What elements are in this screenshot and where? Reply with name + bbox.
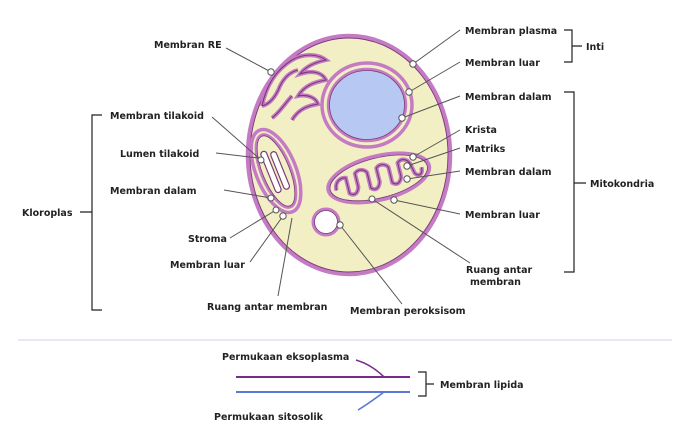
peroxisome: [311, 207, 341, 237]
marker-krista: [409, 153, 417, 161]
label-kloro-membran-dalam: Membran dalam: [110, 186, 197, 197]
marker-membran-tilakoid: [257, 156, 265, 164]
marker-kloro-membran-dalam: [267, 194, 275, 202]
bracket-kloroplas: [80, 114, 102, 311]
label-inti-membran-luar: Membran luar: [465, 58, 540, 69]
chloro-outer-membrane: [249, 127, 303, 215]
marker-membran-peroksisom: [336, 221, 344, 229]
marker-membran-re: [267, 68, 275, 76]
label-membran-peroksisom: Membran peroksisom: [350, 306, 466, 317]
er-membrane-inner: [261, 54, 328, 121]
bracket-membran-lipida: [418, 371, 434, 397]
chloro-inner-membrane: [254, 133, 298, 209]
brackets: [80, 29, 586, 311]
label-kloroplas: Kloroplas: [22, 208, 73, 219]
peroxisome-membrane: [311, 207, 341, 237]
exoplasmic-surface-curve: [355, 359, 385, 378]
label-kloro-ruang-antar: Ruang antar membran: [207, 302, 328, 313]
label-stroma: Stroma: [188, 234, 227, 245]
lipid-bilayer-panel: Permukaan eksoplasma Membran lipida Perm…: [18, 339, 672, 423]
marker-matriks: [403, 162, 411, 170]
nucleus: [320, 61, 414, 149]
chloroplast: [249, 127, 303, 215]
marker-mito-membran-dalam: [403, 175, 411, 183]
peroxisome-membrane-line: [314, 210, 338, 234]
marker-mito-membran-dalam-top: [398, 114, 406, 122]
label-inti: Inti: [586, 42, 604, 53]
label-membran-plasma: Membran plasma: [465, 26, 557, 37]
label-membran-re: Membran RE: [154, 40, 222, 51]
label-permukaan-eksoplasma: Permukaan eksoplasma: [222, 352, 349, 363]
thylakoid-1: [260, 150, 282, 194]
marker-mito-ruang-antar: [368, 195, 376, 203]
label-mito-membran-luar: Membran luar: [465, 210, 540, 221]
thylakoid-2: [270, 151, 291, 190]
label-mito-membran-dalam: Membran dalam: [465, 167, 552, 178]
label-membran-tilakoid: Membran tilakoid: [110, 111, 204, 122]
endoplasmic-reticulum: [259, 53, 332, 122]
mito-cristae-inner: [335, 159, 423, 196]
cytosolic-surface-curve: [357, 391, 385, 411]
leader-lines: [211, 29, 471, 305]
label-mito-ruang-antar-2: membran: [470, 277, 521, 288]
labels: Membran RE Membran plasma Membran luar I…: [22, 26, 654, 317]
nucleus-outline: [329, 70, 405, 140]
marker-stroma: [272, 206, 280, 214]
label-membran-lipida: Membran lipida: [440, 380, 524, 391]
label-lumen-tilakoid: Lumen tilakoid: [120, 149, 199, 160]
marker-mito-membran-luar: [390, 196, 398, 204]
label-matriks: Matriks: [465, 144, 506, 155]
bracket-mitokondria: [564, 91, 586, 273]
mito-outer-line: [329, 154, 428, 202]
label-kloro-membran-luar: Membran luar: [170, 260, 245, 271]
marker-inti-membran-luar: [405, 88, 413, 96]
label-permukaan-sitosolik: Permukaan sitosolik: [214, 412, 324, 423]
bracket-inti: [564, 29, 582, 63]
label-mito-ruang-antar-1: Ruang antar: [466, 265, 532, 276]
marker-kloro-membran-luar: [279, 212, 287, 220]
label-mitokondria: Mitokondria: [590, 179, 654, 190]
label-krista: Krista: [465, 125, 497, 136]
chloro-outline: [256, 135, 296, 207]
nucleus-inner-membrane: [326, 67, 408, 143]
marker-membran-plasma: [409, 60, 417, 68]
label-mito-membran-dalam-top: Membran dalam: [465, 92, 552, 103]
